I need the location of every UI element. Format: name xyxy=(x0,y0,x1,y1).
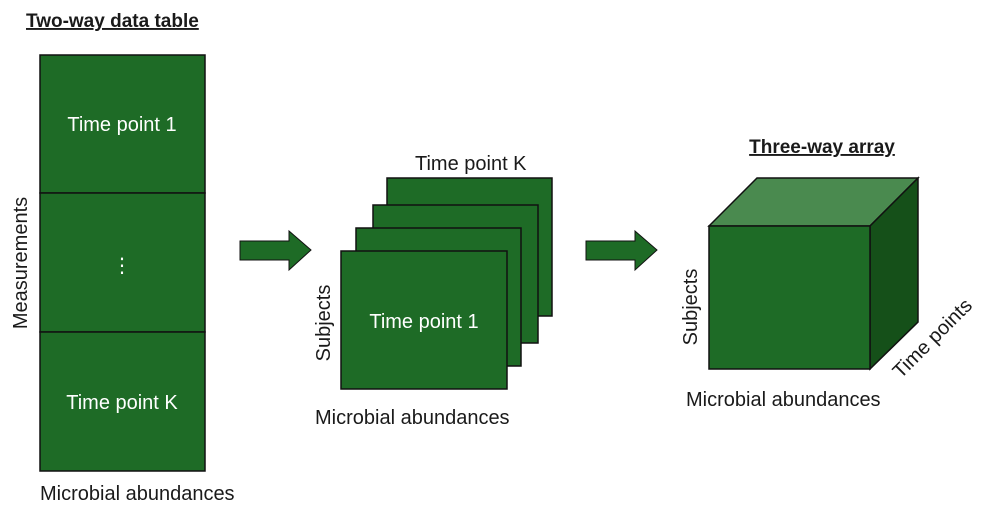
ellipsis-block xyxy=(39,192,206,333)
block-label-time-point-1: Time point 1 xyxy=(67,114,176,136)
two-way-table-panel: Two-way data table Time point 1 ⋮ Time p… xyxy=(10,11,235,505)
slice-stack-panel: Time point K Time point 1 Subjects Micro… xyxy=(313,153,553,429)
slice-1 xyxy=(340,250,508,390)
right-arrow-icon xyxy=(239,229,312,272)
three-way-cube-panel: Three-way array Subjects Microbial abund… xyxy=(680,137,977,411)
two-way-x-axis-label: Microbial abundances xyxy=(40,483,235,505)
stack-x-axis-label: Microbial abundances xyxy=(315,407,510,429)
block-label-ellipsis: ⋮ xyxy=(112,255,132,277)
cube-front-face xyxy=(708,225,871,370)
measurements-axis-label: Measurements xyxy=(10,197,32,329)
slice-k-label: Time point K xyxy=(415,153,527,175)
slice-1-label: Time point 1 xyxy=(369,311,478,333)
three-way-title: Three-way array xyxy=(749,137,895,158)
stack-subjects-label: Subjects xyxy=(313,285,335,362)
cube-x-axis-label: Microbial abundances xyxy=(686,389,881,411)
block-label-time-point-k: Time point K xyxy=(66,392,178,414)
cube-subjects-label: Subjects xyxy=(680,269,702,346)
two-way-title: Two-way data table xyxy=(26,11,199,32)
right-arrow-icon xyxy=(585,229,658,272)
time-point-1-block xyxy=(39,54,206,194)
time-point-k-block xyxy=(39,331,206,472)
